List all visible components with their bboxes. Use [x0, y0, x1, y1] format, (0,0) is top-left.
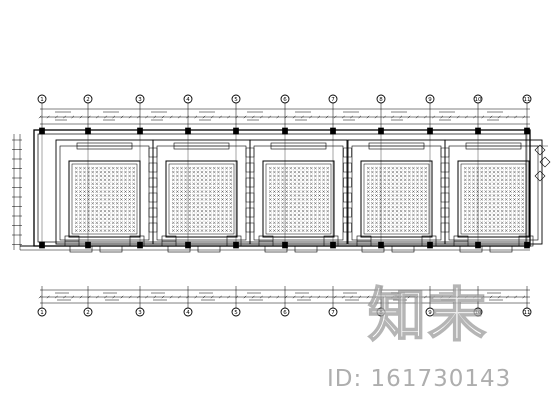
grid-axis-label: 7 — [331, 310, 335, 316]
grid-axis-bubble: 5 — [231, 94, 241, 104]
grid-axis-bubble: 3 — [135, 94, 145, 104]
watermark-logo: 知末 — [367, 281, 489, 349]
grid-axis-bubble: 3 — [135, 307, 145, 317]
grid-axis-label: 5 — [234, 310, 238, 316]
grid-axis-bubble: 2 — [83, 94, 93, 104]
grid-axis-label: 10 — [475, 310, 482, 316]
grid-axis-bubble: 5 — [231, 307, 241, 317]
grid-axis-bubble: 10 — [473, 307, 483, 317]
grid-axis-label: 8 — [379, 97, 383, 103]
grid-axis-label: 8 — [379, 310, 383, 316]
grid-axis-bubble: 4 — [183, 94, 193, 104]
watermark-id: ID: 161730143 — [327, 366, 512, 392]
grid-axis-label: 9 — [428, 97, 432, 103]
grid-axis-bubble: 2 — [83, 307, 93, 317]
grid-axis-label: 11 — [524, 97, 531, 103]
grid-axis-label: 10 — [475, 97, 482, 103]
grid-axis-bubbles-bottom: 1 2 3 4 5 6 7 8 9 10 11 — [37, 307, 532, 317]
grid-axis-bubble: 8 — [376, 307, 386, 317]
grid-axis-label: 2 — [86, 97, 90, 103]
grid-axis-bubble: 4 — [183, 307, 193, 317]
grid-axis-label: 1 — [40, 97, 44, 103]
grid-axis-label: 2 — [86, 310, 90, 316]
grid-axis-bubble: 1 — [37, 307, 47, 317]
grid-axis-label: 9 — [428, 310, 432, 316]
grid-axis-bubble: 11 — [522, 94, 532, 104]
grid-axis-bubble: 10 — [473, 94, 483, 104]
grid-axis-label: 1 — [40, 310, 44, 316]
grid-axis-bubble: 7 — [328, 94, 338, 104]
grid-axis-bubble: 8 — [376, 94, 386, 104]
grid-axis-bubbles-top: 1 2 3 4 5 6 7 8 9 10 11 — [37, 94, 532, 104]
grid-axis-label: 7 — [331, 97, 335, 103]
grid-axis-bubble: 11 — [522, 307, 532, 317]
grid-axis-label: 4 — [186, 97, 190, 103]
grid-axis-bubble: 1 — [37, 94, 47, 104]
grid-axis-bubble: 7 — [328, 307, 338, 317]
grid-axis-label: 11 — [524, 310, 531, 316]
grid-axis-bubble: 6 — [280, 94, 290, 104]
grid-axis-label: 6 — [283, 310, 287, 316]
grid-axis-bubble: 9 — [425, 307, 435, 317]
grid-axis-label: 6 — [283, 97, 287, 103]
grid-axis-label: 5 — [234, 97, 238, 103]
grid-axis-bubble: 9 — [425, 94, 435, 104]
grid-axis-label: 3 — [138, 97, 142, 103]
grid-axis-bubble: 6 — [280, 307, 290, 317]
grid-axis-label: 4 — [186, 310, 190, 316]
grid-axis-label: 3 — [138, 310, 142, 316]
